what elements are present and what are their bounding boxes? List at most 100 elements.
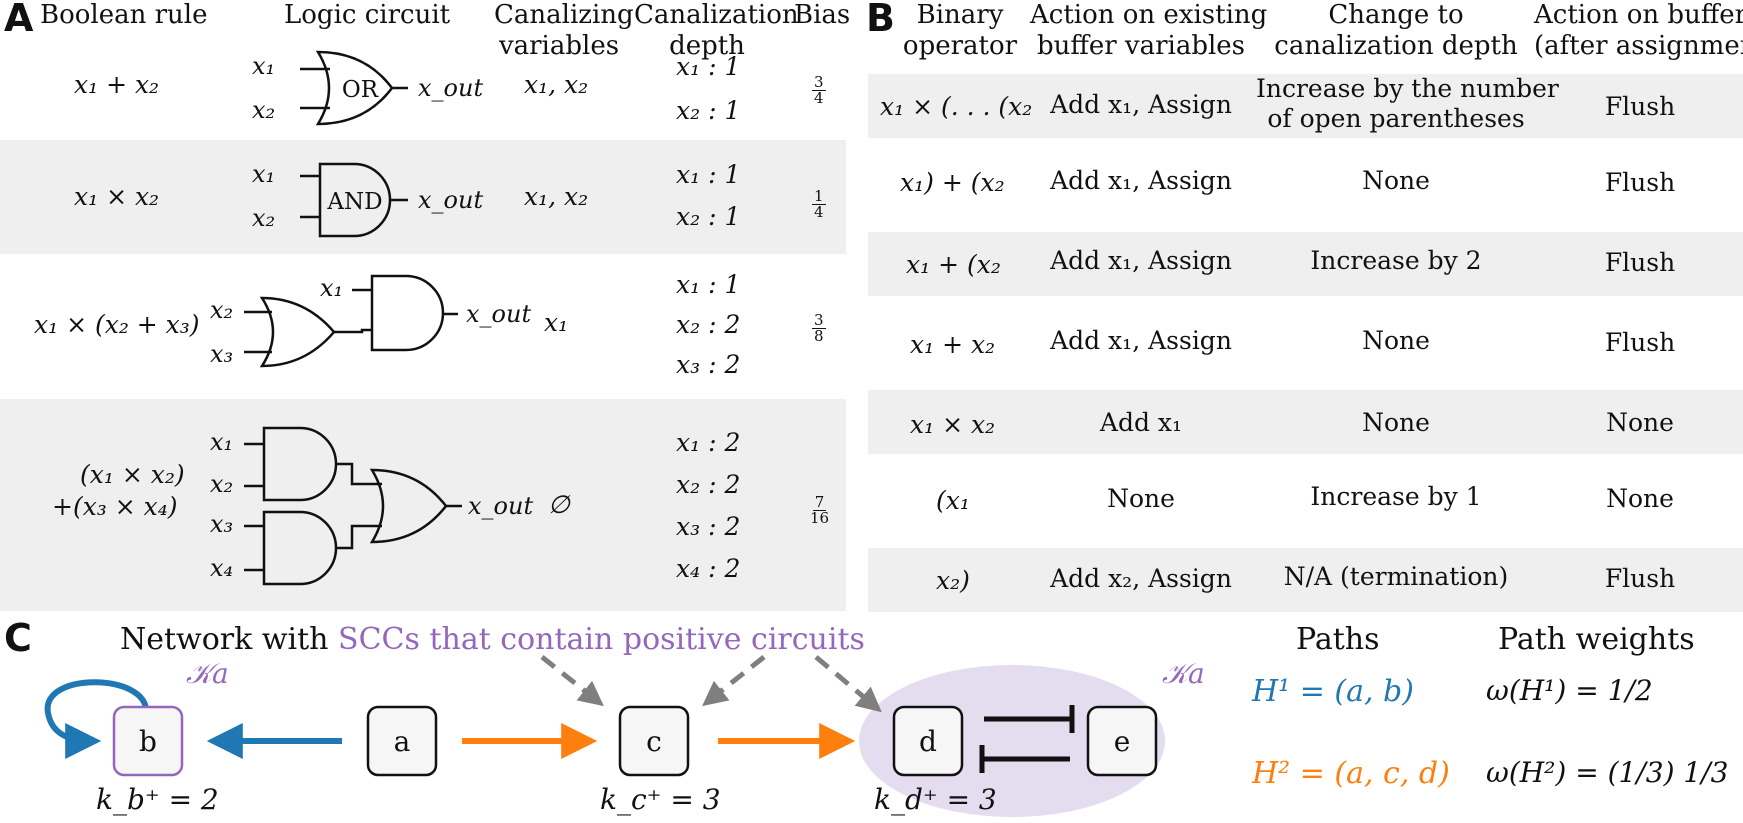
logic-circuits: x₁ x₂ x_out x₁ x₂ x_out x₁ x₂ x₃ x_out x… bbox=[210, 50, 533, 586]
b-row-4-operator: x₁ + x₂ bbox=[910, 330, 996, 359]
b-row-5-action: Add x₁ bbox=[1099, 408, 1183, 437]
b-row-4-buffer: Flush bbox=[1604, 328, 1676, 357]
depth-row-4-x2: x₂ : 2 bbox=[676, 470, 741, 499]
node-d-label: d bbox=[919, 725, 937, 758]
node-a-label: a bbox=[394, 725, 411, 758]
or-gate-row-1 bbox=[315, 50, 394, 126]
depth-row-4-x3: x₃ : 2 bbox=[676, 512, 741, 541]
b-row-2-operator: x₁) + (x₂ bbox=[900, 168, 1005, 197]
path-h2: H² = (a, c, d) bbox=[1252, 756, 1450, 791]
scc-label-b: 𝒦a bbox=[186, 657, 229, 690]
panel-b-row-band-5 bbox=[868, 390, 1743, 454]
and-gate-row-4-top bbox=[262, 426, 338, 502]
b-row-6-operator: (x₁ bbox=[936, 486, 970, 515]
b-row-6-change: Increase by 1 bbox=[1310, 482, 1482, 511]
panel-c-letter: C bbox=[4, 616, 32, 660]
title-highlight: SCCs that contain positive circuits bbox=[338, 622, 865, 657]
self-loop-b bbox=[44, 679, 149, 759]
or-gate-row-3 bbox=[259, 296, 336, 368]
row-3-input-x1: x₁ bbox=[320, 274, 343, 302]
b-row-4-change: None bbox=[1362, 326, 1430, 355]
header-logic-circuit: Logic circuit bbox=[284, 0, 451, 30]
weight-h2: ω(H²) = (1/3) 1/3 bbox=[1486, 756, 1729, 789]
scc-label-de: 𝒦a bbox=[1162, 657, 1205, 690]
or-gate-label-row-1: OR bbox=[342, 77, 379, 103]
b-row-5-operator: x₁ × x₂ bbox=[910, 410, 996, 439]
row-3-input-x3: x₃ bbox=[210, 340, 233, 368]
panel-b-row-band-1 bbox=[868, 74, 1743, 138]
and-gate-label-row-2: AND bbox=[326, 189, 382, 215]
row-1-input-x2: x₂ bbox=[252, 96, 275, 124]
panel-b-row-band-7 bbox=[868, 548, 1743, 612]
row-1-output: x_out bbox=[418, 74, 483, 102]
rule-row-4-line-1: (x₁ × x₂) bbox=[80, 460, 185, 489]
b-row-6-buffer: None bbox=[1606, 484, 1674, 513]
header-canalizing-variables: Canalizing variables bbox=[494, 0, 634, 61]
panel-c-title: Network with SCCs that contain positive … bbox=[120, 622, 865, 657]
depth-row-2-x1: x₁ : 1 bbox=[676, 160, 741, 189]
row-3-input-x2: x₂ bbox=[210, 296, 233, 324]
b-row-3-operator: x₁ + (x₂ bbox=[906, 250, 1001, 279]
network-diagram: b a c d e 𝒦a 𝒦a k_b⁺ = 2 k_c⁺ = 3 k_d⁺ =… bbox=[44, 655, 1205, 817]
row-1-input-x1: x₁ bbox=[252, 52, 275, 80]
paths-header: Paths bbox=[1296, 622, 1380, 657]
and-gate-row-2 bbox=[318, 162, 392, 238]
depth-row-1-x2: x₂ : 1 bbox=[676, 96, 741, 125]
dashed-arrow-to-c-right bbox=[702, 655, 766, 707]
rule-row-4-line-2: +(x₃ × x₄) bbox=[52, 492, 178, 521]
k-label-c: k_c⁺ = 3 bbox=[600, 783, 721, 816]
depth-row-3-x2: x₂ : 2 bbox=[676, 310, 741, 339]
depth-row-2-x2: x₂ : 1 bbox=[676, 202, 741, 231]
panel-a-row-band-3 bbox=[0, 399, 846, 611]
depth-row-3-x1: x₁ : 1 bbox=[676, 270, 741, 299]
row-3-output: x_out bbox=[466, 300, 531, 328]
row-2-input-x2: x₂ bbox=[252, 204, 275, 232]
and-gate-row-4-bottom bbox=[262, 510, 338, 586]
b-row-1-buffer: Flush bbox=[1604, 92, 1676, 121]
node-c-label: c bbox=[646, 725, 662, 758]
b-row-3-action: Add x₁, Assign bbox=[1050, 246, 1232, 275]
b-row-7-action: Add x₂, Assign bbox=[1050, 564, 1232, 593]
canalizing-row-4: ∅ bbox=[548, 490, 570, 519]
b-row-7-change: N/A (termination) bbox=[1283, 562, 1509, 591]
b-row-1-operator: x₁ × (. . . (x₂ bbox=[880, 92, 1033, 121]
row-4-output: x_out bbox=[468, 492, 533, 520]
canalizing-row-3: x₁ bbox=[544, 308, 569, 337]
b-row-2-change: None bbox=[1362, 166, 1430, 195]
b-row-3-change: Increase by 2 bbox=[1310, 246, 1482, 275]
b-row-3-buffer: Flush bbox=[1604, 248, 1676, 277]
node-d bbox=[892, 705, 964, 777]
weights-header: Path weights bbox=[1498, 622, 1695, 657]
node-e-label: e bbox=[1114, 725, 1131, 758]
scc-ellipse bbox=[859, 665, 1165, 817]
and-gate-row-3 bbox=[370, 274, 445, 352]
node-a bbox=[366, 705, 438, 777]
b-row-7-buffer: Flush bbox=[1604, 564, 1676, 593]
depth-row-4-x4: x₄ : 2 bbox=[676, 554, 741, 583]
row-4-input-x2: x₂ bbox=[210, 470, 233, 498]
node-b bbox=[112, 705, 184, 777]
row-2-output: x_out bbox=[418, 186, 483, 214]
b-row-1-action: Add x₁, Assign bbox=[1050, 90, 1232, 119]
rule-row-3: x₁ × (x₂ + x₃) bbox=[34, 310, 200, 339]
canalizing-row-2: x₁, x₂ bbox=[524, 182, 589, 211]
row-2-input-x1: x₁ bbox=[252, 160, 275, 188]
rule-row-1: x₁ + x₂ bbox=[74, 70, 160, 99]
k-label-d: k_d⁺ = 3 bbox=[874, 783, 997, 816]
depth-row-1-x1: x₁ : 1 bbox=[676, 52, 741, 81]
k-label-b: k_b⁺ = 2 bbox=[96, 783, 219, 816]
dashed-arrow-to-d bbox=[814, 655, 882, 713]
panel-b-row-band-3 bbox=[868, 232, 1743, 296]
header-action-buffer: Action on buffer(after assignment) bbox=[1534, 0, 1743, 61]
node-c bbox=[618, 705, 690, 777]
depth-row-3-x3: x₃ : 2 bbox=[676, 350, 741, 379]
weight-h1: ω(H¹) = 1/2 bbox=[1486, 674, 1653, 707]
